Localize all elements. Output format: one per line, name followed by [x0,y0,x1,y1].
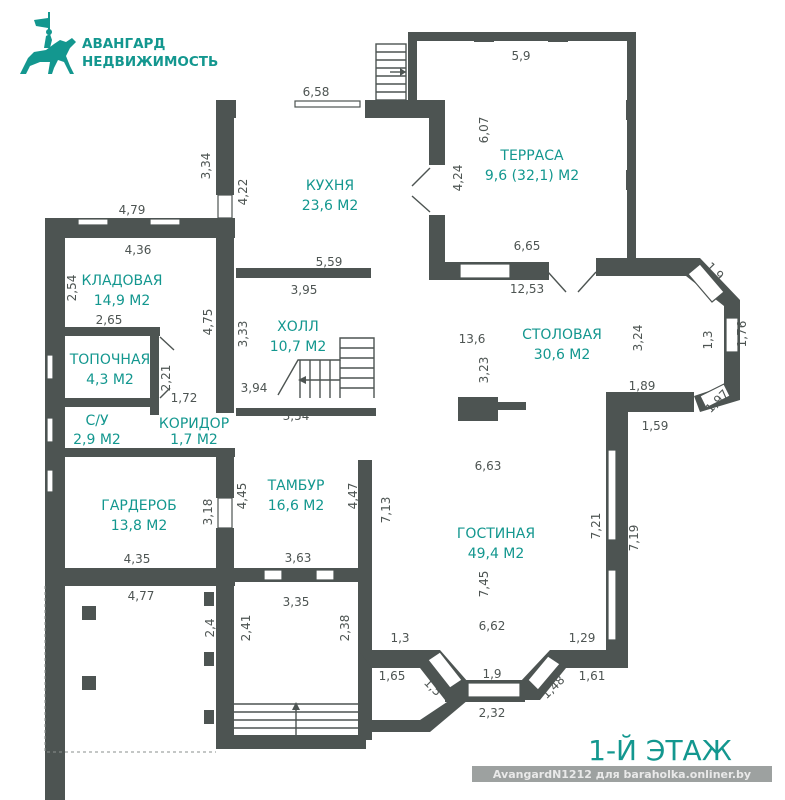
dim-label: 1,89 [629,379,656,393]
dim-label: 3,23 [477,357,491,384]
watermark: AvangardN1212 для baraholka.onliner.by [493,768,751,781]
walls [45,32,740,800]
svg-text:С/У: С/У [85,413,108,429]
room-wardrobe: ГАРДЕРОБ 13,8 М2 [101,498,176,534]
doors [159,167,597,399]
dim-label: 7,45 [477,571,491,598]
svg-text:ХОЛЛ: ХОЛЛ [277,319,319,335]
dim-label: 1,61 [579,669,606,683]
dim-label: 6,07 [477,117,491,144]
dim-label: 2,54 [65,275,79,302]
dim-label: 2,65 [96,313,123,327]
dim-label: 7,21 [589,513,603,540]
room-boiler: ТОПОЧНАЯ 4,3 М2 [69,352,151,388]
room-hall: ХОЛЛ 10,7 М2 [270,319,327,355]
dim-label: 1,76 [735,321,749,348]
dim-label: 7,19 [627,525,641,552]
svg-text:ГОСТИНАЯ: ГОСТИНАЯ [457,526,535,542]
dim-label: 12,53 [510,282,544,296]
dim-label: 1,65 [379,669,406,683]
svg-text:СТОЛОВАЯ: СТОЛОВАЯ [522,327,602,343]
room-kitchen: КУХНЯ 23,6 М2 [302,178,359,214]
room-corridor: КОРИДОР 1,7 М2 [159,416,229,448]
svg-text:КУХНЯ: КУХНЯ [306,178,354,194]
dim-label: 4,77 [128,589,155,603]
dim-label: 4,35 [124,552,151,566]
svg-text:49,4 М2: 49,4 М2 [468,546,525,562]
dim-label: 3,18 [201,499,215,526]
dim-label: 4,36 [125,243,152,257]
dim-label: 3,34 [199,153,213,180]
svg-text:2,9 М2: 2,9 М2 [73,432,121,448]
dim-label: 1,72 [171,391,198,405]
dim-label: 7,13 [379,497,393,524]
dim-label: 3,35 [283,595,310,609]
dim-label: 3,54 [283,409,310,423]
dim-label: 2,41 [239,615,253,642]
windows [46,100,739,698]
dim-label: 4,75 [201,309,215,336]
dim-label: 4,45 [235,483,249,510]
dim-label: 5,59 [316,255,343,269]
room-storage: КЛАДОВАЯ 14,9 М2 [82,273,163,309]
svg-text:ТОПОЧНАЯ: ТОПОЧНАЯ [69,352,151,368]
svg-text:30,6 М2: 30,6 М2 [534,347,591,363]
brand-name-line1: АВАНГАРД [82,36,165,52]
dim-label: 6,65 [514,239,541,253]
dim-label: 5,9 [511,49,530,63]
knight-on-horse-icon [20,12,76,74]
dim-label: 1,3 [390,631,409,645]
dim-label: 3,33 [236,321,250,348]
svg-text:КОРИДОР: КОРИДОР [159,416,229,432]
stairs-porch [234,702,358,735]
dimension-labels: 5,9 6,07 4,24 6,65 12,53 6,58 3,34 4,22 … [65,49,749,720]
room-terrace: ТЕРРАСА 9,6 (32,1) М2 [485,148,579,184]
dim-label: 3,24 [631,325,645,352]
room-dining: СТОЛОВАЯ 30,6 М2 [522,327,602,363]
dim-label: 4,79 [119,203,146,217]
dim-label: 4,22 [236,179,250,206]
svg-text:13,8 М2: 13,8 М2 [111,518,168,534]
dim-label: 13,6 [459,332,486,346]
svg-text:4,3 М2: 4,3 М2 [86,372,134,388]
brand-logo: АВАНГАРД НЕДВИЖИМОСТЬ [20,12,218,74]
dim-label: 2,38 [338,615,352,642]
floor-title: 1-Й ЭТАЖ [588,733,732,767]
dim-label: 2,21 [159,365,173,392]
dim-label: 4,47 [346,483,360,510]
stairs-hall [277,337,375,398]
svg-text:10,7 М2: 10,7 М2 [270,339,327,355]
svg-text:14,9 М2: 14,9 М2 [94,293,151,309]
dim-label: 2,4 [203,618,217,637]
room-living: ГОСТИНАЯ 49,4 М2 [457,526,535,562]
carport-outline [44,586,216,753]
svg-text:ГАРДЕРОБ: ГАРДЕРОБ [101,498,176,514]
svg-text:ТАМБУР: ТАМБУР [267,478,325,494]
room-bathroom: С/У 2,9 М2 [73,413,121,448]
svg-text:23,6 М2: 23,6 М2 [302,198,359,214]
dim-label: 1,9 [482,667,501,681]
watermark-background [472,766,772,782]
dim-label: 3,95 [291,283,318,297]
svg-text:КЛАДОВАЯ: КЛАДОВАЯ [82,273,163,289]
dim-label: 1,59 [642,419,669,433]
svg-text:9,6 (32,1) М2: 9,6 (32,1) М2 [485,168,579,184]
dim-label: 6,58 [303,85,330,99]
dim-label: 3,94 [241,381,268,395]
dim-label: 1,29 [569,631,596,645]
room-vestibule: ТАМБУР 16,6 М2 [267,478,325,514]
dim-label: 3,63 [285,551,312,565]
dim-label: 4,24 [451,165,465,192]
dim-label: 2,32 [479,706,506,720]
svg-text:ТЕРРАСА: ТЕРРАСА [499,148,564,164]
brand-name-line2: НЕДВИЖИМОСТЬ [82,54,218,70]
dim-label: 1,3 [701,330,715,349]
dim-label: 6,63 [475,459,502,473]
svg-text:16,6 М2: 16,6 М2 [268,498,325,514]
stairs-top [375,43,407,101]
room-labels: ТЕРРАСА 9,6 (32,1) М2 КУХНЯ 23,6 М2 КЛАД… [69,148,602,562]
svg-text:1,7 М2: 1,7 М2 [170,432,218,448]
dim-label: 6,62 [479,619,506,633]
